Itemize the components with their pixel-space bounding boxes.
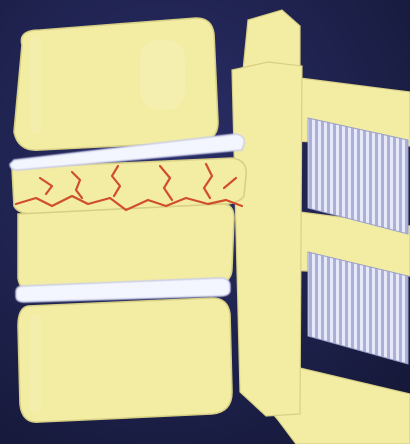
vertebra-top <box>14 18 218 150</box>
vertebral-bodies <box>12 18 246 422</box>
vertebra-top-highlight <box>140 40 185 110</box>
highlight-top-left <box>30 36 42 134</box>
posterior-column <box>232 62 302 416</box>
vertebra-bottom <box>18 298 232 422</box>
highlight-bottom-left <box>30 314 42 412</box>
